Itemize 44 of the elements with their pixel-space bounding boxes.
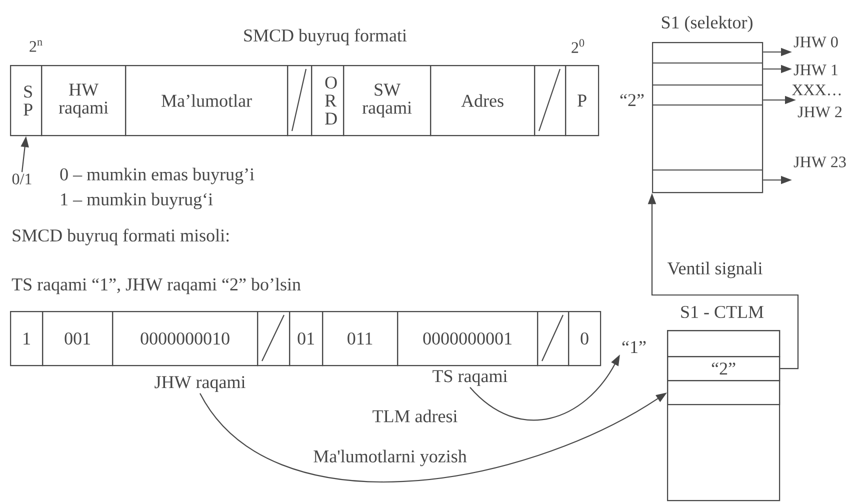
caption-text: TS raqami “1”, JHW raqami “2” bo’lsin [12,278,301,294]
field-label: JHW 1 [794,64,838,76]
skipped-cell [257,311,290,366]
table-row [667,330,780,358]
edge-label: TLM adresi [371,408,459,424]
note-text: 1 – mumkin buyrug‘i [61,192,213,210]
skipped-cell [287,65,312,136]
edge-label: Ventil signali [666,260,764,280]
field-label: JHW 2 [798,106,842,118]
title: SMCD buyruq formati [244,28,407,46]
format-cell: S P [10,65,42,136]
format-cell: 001 [42,311,114,366]
format-cell: P [565,65,600,136]
format-cell: 1 [10,311,44,366]
bit-weight: 2$^{0}$ [572,39,584,53]
format-cell: Ma’lumotlar [125,65,288,136]
skipped-cell [537,311,570,366]
field-label: TS raqami [432,370,508,386]
note-text: 0 – mumkin emas buyrug’i [60,168,254,184]
channel-label: “2” [620,94,644,106]
selector-register: S1 (selektor) [652,16,764,194]
node-label: S1 - CTLM [681,306,764,318]
field-label: “1” [622,341,646,353]
format-cell: 0000000001 [397,311,538,366]
field-label: JHW 23 [794,156,846,168]
caption-text: SMCD buyruq formati misoli: [12,228,229,246]
format-cell: 011 [322,311,398,366]
format-cell: HW raqami [41,65,126,136]
field-label: JHW raqami [154,376,246,392]
table-row: “2” [667,356,780,382]
edge-label: Ma'lumotlarni yozish [312,448,468,468]
node-label: S1 (selektor) [662,16,752,32]
format-cell: 0000000010 [112,311,258,366]
table-row [667,380,780,406]
format-cell: O R D [311,65,344,136]
format-cell: SW raqami [343,65,432,136]
bit-weight: 2$^{n}$ [30,40,42,52]
field-label: JHW 0 [794,36,838,48]
format-cell: 01 [289,311,324,366]
ellipsis-label: XXX… [792,84,841,96]
skipped-cell [534,65,566,136]
format-cell: Adres [430,65,536,136]
format-cell: 0 [568,311,602,366]
field-label: 0/1 [12,174,32,184]
